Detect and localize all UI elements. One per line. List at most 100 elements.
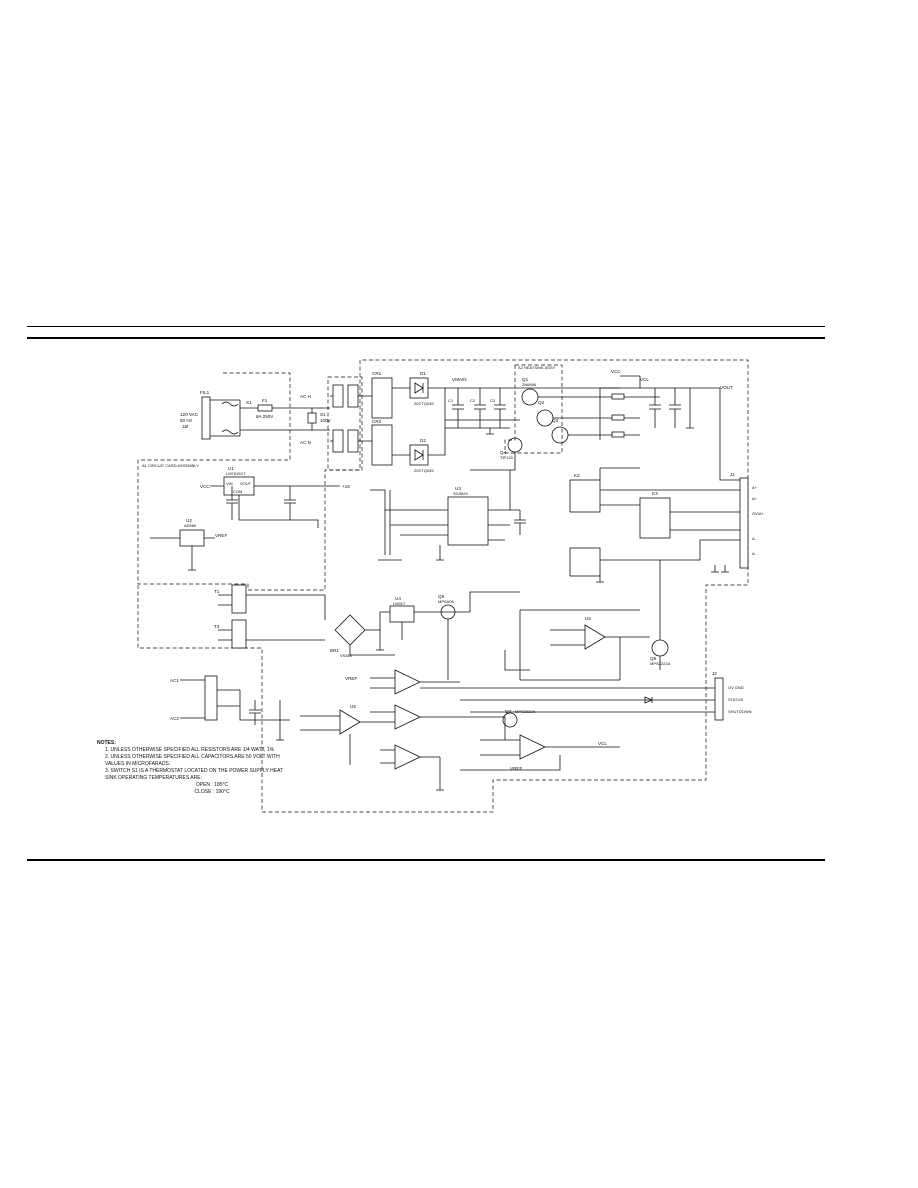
j2-pin-3: SHUTDOWN	[728, 709, 752, 714]
c1-label: C1	[448, 398, 454, 403]
u3-label: U3	[455, 486, 461, 491]
u1-com: COM	[233, 489, 242, 494]
circuit-card-boundary	[137, 359, 749, 813]
q2-label: Q2	[538, 400, 545, 405]
heatsink-boundary	[504, 364, 563, 454]
vref-label-3: VREF	[510, 766, 522, 771]
k3-label: K3	[652, 491, 658, 496]
q7-label: Q7	[505, 709, 512, 714]
u1-in: VIN	[226, 481, 233, 486]
regulator-section: U1 LM7815CT VIN VOUT COM VCC +15 U2 AD58…	[150, 466, 350, 571]
note-open-temp: OPEN : 185°C	[195, 782, 229, 788]
sense-section: AC1 AC2 U5 VREF Q7 MPS2222A VCL VREF	[170, 669, 620, 791]
ac-in-label: 120 VAC	[180, 412, 199, 417]
thermo-rating: 100V	[320, 418, 332, 423]
fuse-rating: 8A 250V	[256, 414, 274, 419]
relay-section: K2 K3	[569, 467, 740, 583]
q1-part: 2N6666	[522, 382, 537, 387]
k2-label: K2	[574, 473, 580, 478]
ac-h-label: AC H	[300, 394, 311, 399]
j1-pin-3: OV/A+	[752, 511, 765, 516]
note-1: 1. UNLESS OTHERWISE SPECIFIED ALL RESIST…	[105, 747, 275, 753]
d2-part: 20CTQ045	[414, 468, 434, 473]
u5-label: U5	[350, 704, 356, 709]
plus15-label: +15	[342, 484, 350, 489]
cr2-label: CR2	[372, 419, 382, 424]
j2-pin-1: OV GND	[728, 685, 744, 690]
q7-part: MPS2222A	[515, 709, 536, 714]
q3-label: Q3	[552, 418, 559, 423]
q5-label: Q5	[438, 594, 445, 599]
schematic-notes: NOTES: 1. UNLESS OTHERWISE SPECIFIED ALL…	[97, 740, 287, 796]
j1-pin-2: A+	[752, 496, 758, 501]
note-2: 2. UNLESS OTHERWISE SPECIFIED ALL CAPACI…	[105, 754, 280, 767]
u6-label: U6	[585, 616, 591, 621]
notes-title: NOTES:	[97, 740, 116, 746]
c2-label: C2	[470, 398, 476, 403]
fil1-label: FIL1	[200, 390, 210, 395]
fuse-label: F1	[262, 398, 268, 403]
j2-label: J2	[712, 671, 717, 676]
note-close-temp: CLOSE : 190°C	[194, 789, 230, 795]
u1-out: VOUT	[240, 481, 252, 486]
d1-label: D1	[420, 371, 426, 376]
u2-part: AD580	[184, 523, 197, 528]
note-3: 3. SWITCH S1 IS A THERMOSTAT LOCATED ON …	[105, 768, 284, 781]
filter-capacitors: C1 C2 C3	[445, 388, 510, 435]
d1-part: 20CTQ045	[414, 401, 434, 406]
j1-label: J1	[730, 472, 735, 477]
u1-part: LM7815CT	[226, 471, 246, 476]
vref-label-2: VREF	[345, 676, 357, 681]
vcc-top-label: VCC	[611, 369, 621, 374]
j1-pin-1: A+	[752, 485, 758, 490]
vout-label: VOUT	[720, 385, 733, 390]
q4-label: Q4	[500, 450, 507, 455]
q6-label: Q6	[650, 656, 657, 661]
output-network: VCC VCL VOUT J1 A+ A+ OV/A+ A- A-	[600, 369, 765, 569]
bottom-rule	[27, 859, 825, 861]
u4-label: U4	[395, 596, 401, 601]
c3-label: C3	[490, 398, 496, 403]
pass-transistors: Q1 2N6666 Q2 Q3 Q4 TIP120 A2 HEATSINK AS…	[470, 365, 601, 471]
top-rule-heavy	[27, 337, 825, 339]
ac-freq-label: 60 Hz	[180, 418, 193, 423]
current-sense-section: U6 Q6 MPS2222A	[504, 560, 671, 681]
rectifier-section: CR1 CR2 D1 D2 20CTQ045 20CTQ045 VMAIN	[330, 371, 620, 473]
vref-label-1: VREF	[215, 533, 227, 538]
br1-label: BR1	[330, 648, 339, 653]
top-rule	[27, 326, 825, 327]
q1-label: Q1	[522, 377, 529, 382]
j2-connector: J2 OV GND STATUS SHUTDOWN	[420, 671, 752, 721]
rectifier-boundary	[327, 376, 363, 471]
j2-pin-2: STATUS	[728, 697, 744, 702]
cr1-label: CR1	[372, 371, 382, 376]
q4-part: TIP120	[500, 455, 514, 460]
s1-label: S1	[246, 400, 252, 405]
thermo-s1-label: S1	[320, 412, 326, 417]
heatsink-label: A2 HEATSINK ASSY	[518, 365, 556, 370]
vcl-label-2: VCL	[598, 741, 607, 746]
t1-label: T1	[214, 589, 220, 594]
vmain-label: VMAIN	[452, 377, 467, 382]
ac-input-section: FIL1 120 VAC 60 Hz 1Ø F1 8A 250V S1 AC H…	[180, 390, 332, 445]
ac1-label: AC1	[170, 678, 179, 683]
u1-label: U1	[228, 466, 234, 471]
u3-part: SG3524	[453, 491, 468, 496]
u2-label: U2	[186, 518, 192, 523]
u4-part: LM317	[393, 601, 406, 606]
q5-part: MPSA06	[438, 599, 455, 604]
vcc-left-label: VCC	[200, 484, 210, 489]
ac-phase-label: 1Ø	[182, 424, 189, 429]
d2-label: D2	[420, 438, 426, 443]
ac-n-label: AC N	[300, 440, 311, 445]
vcl-label: VCL	[640, 377, 649, 382]
controller-section: U3 SG3524	[370, 470, 526, 561]
ac2-label: AC2	[170, 716, 179, 721]
j1-pin-5: A-	[752, 551, 757, 556]
t2-label: T2	[214, 624, 220, 629]
pc-card-label: A1 CIRCUIT CARD ASSEMBLY	[142, 463, 199, 468]
d6-part: VS484	[340, 653, 353, 658]
aux-supply-section: T1 T2 BR1 VS484 U4 LM317 Q5 MPSA06	[214, 584, 520, 680]
j1-pin-4: A-	[752, 536, 757, 541]
